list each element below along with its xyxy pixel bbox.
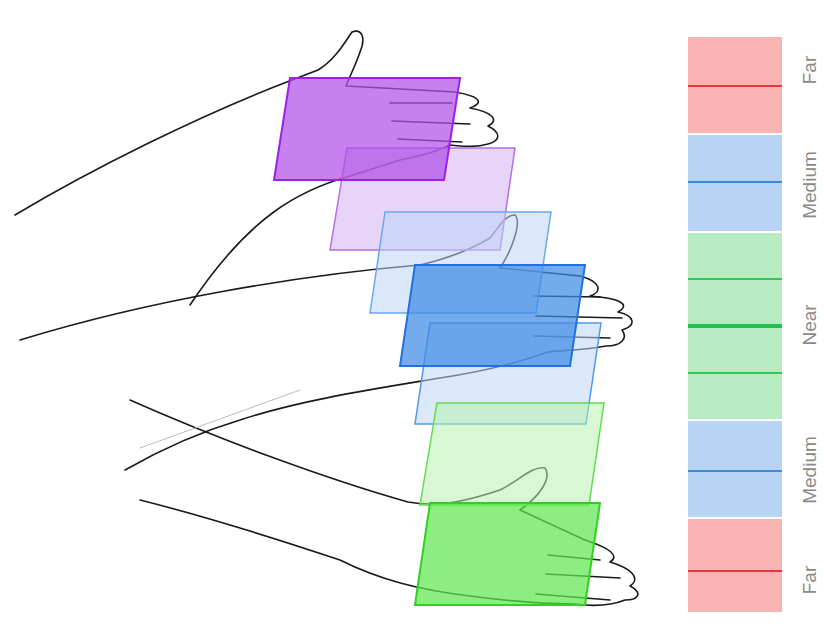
far-band [688, 519, 782, 612]
near-band [688, 233, 782, 419]
band-line [688, 372, 782, 374]
zone-label: Far [798, 10, 822, 130]
zone-label: Medium [798, 410, 822, 530]
zone-label: Medium [798, 125, 822, 245]
hand-plane [420, 403, 604, 505]
distance-bar [688, 37, 782, 612]
hand-plane [400, 265, 585, 366]
far-band [688, 37, 782, 133]
hand-outlines [15, 31, 638, 605]
medium-band [688, 135, 782, 231]
band-line [688, 278, 782, 280]
hand-plane [415, 503, 600, 605]
band-line [688, 470, 782, 472]
guide-line [140, 390, 300, 448]
hand-outline [130, 400, 638, 605]
zone-label: Far [798, 520, 822, 626]
hand-planes [274, 78, 604, 605]
medium-band [688, 421, 782, 517]
band-line [688, 181, 782, 183]
band-line [688, 570, 782, 572]
zone-label: Near [798, 265, 822, 385]
band-line [688, 85, 782, 87]
band-line [688, 324, 782, 328]
hand-plane [274, 78, 460, 180]
